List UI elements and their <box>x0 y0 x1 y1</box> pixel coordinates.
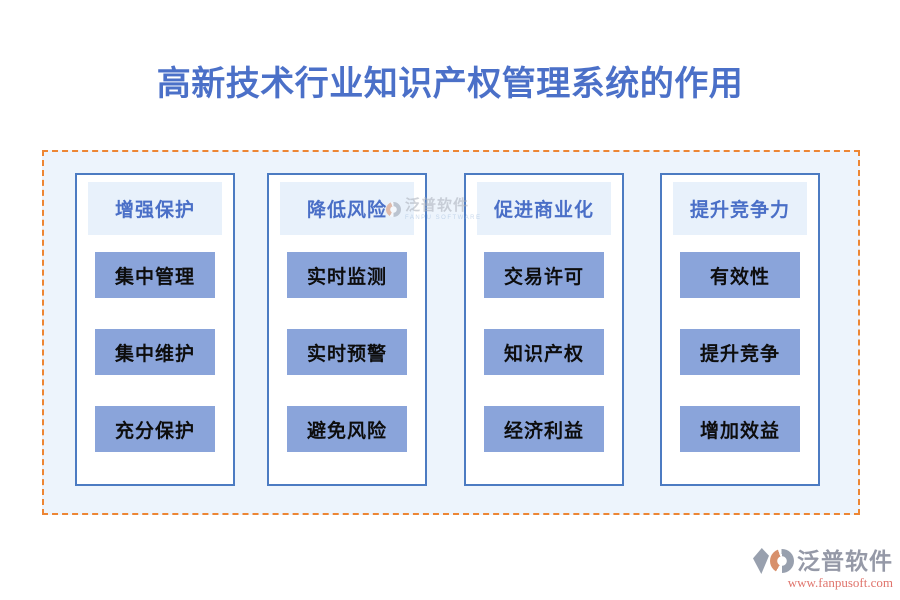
column-header: 促进商业化 <box>477 182 611 235</box>
footer-brand-url: www.fanpusoft.com <box>787 575 893 590</box>
footer-brand-text: 泛普软件 <box>797 547 893 574</box>
item-chip: 交易许可 <box>484 252 604 298</box>
column-header: 提升竞争力 <box>673 182 807 235</box>
fanpu-diamond-icon <box>753 548 769 574</box>
item-chip: 避免风险 <box>287 406 407 452</box>
item-chip: 经济利益 <box>484 406 604 452</box>
content-board: 增强保护 集中管理 集中维护 充分保护 降低风险 实时监测 实时预警 避免风险 … <box>42 150 860 515</box>
column-header: 增强保护 <box>88 182 222 235</box>
column-boost-competitiveness: 提升竞争力 有效性 提升竞争 增加效益 <box>660 173 820 486</box>
item-chip: 集中维护 <box>95 329 215 375</box>
footer-brand: 泛普软件 www.fanpusoft.com <box>753 548 893 589</box>
item-chip: 实时预警 <box>287 329 407 375</box>
item-chip: 提升竞争 <box>680 329 800 375</box>
item-chip: 有效性 <box>680 252 800 298</box>
column-header: 降低风险 <box>280 182 414 235</box>
fanpu-swoosh-icon <box>770 549 794 573</box>
item-chip: 实时监测 <box>287 252 407 298</box>
column-reduce-risk: 降低风险 实时监测 实时预警 避免风险 <box>267 173 427 486</box>
page-title: 高新技术行业知识产权管理系统的作用 <box>156 65 744 103</box>
item-chip: 知识产权 <box>484 329 604 375</box>
column-enhance-protection: 增强保护 集中管理 集中维护 充分保护 <box>75 173 235 486</box>
item-chip: 增加效益 <box>680 406 800 452</box>
item-chip: 集中管理 <box>95 252 215 298</box>
item-chip: 充分保护 <box>95 406 215 452</box>
column-promote-commercialization: 促进商业化 交易许可 知识产权 经济利益 <box>464 173 624 486</box>
